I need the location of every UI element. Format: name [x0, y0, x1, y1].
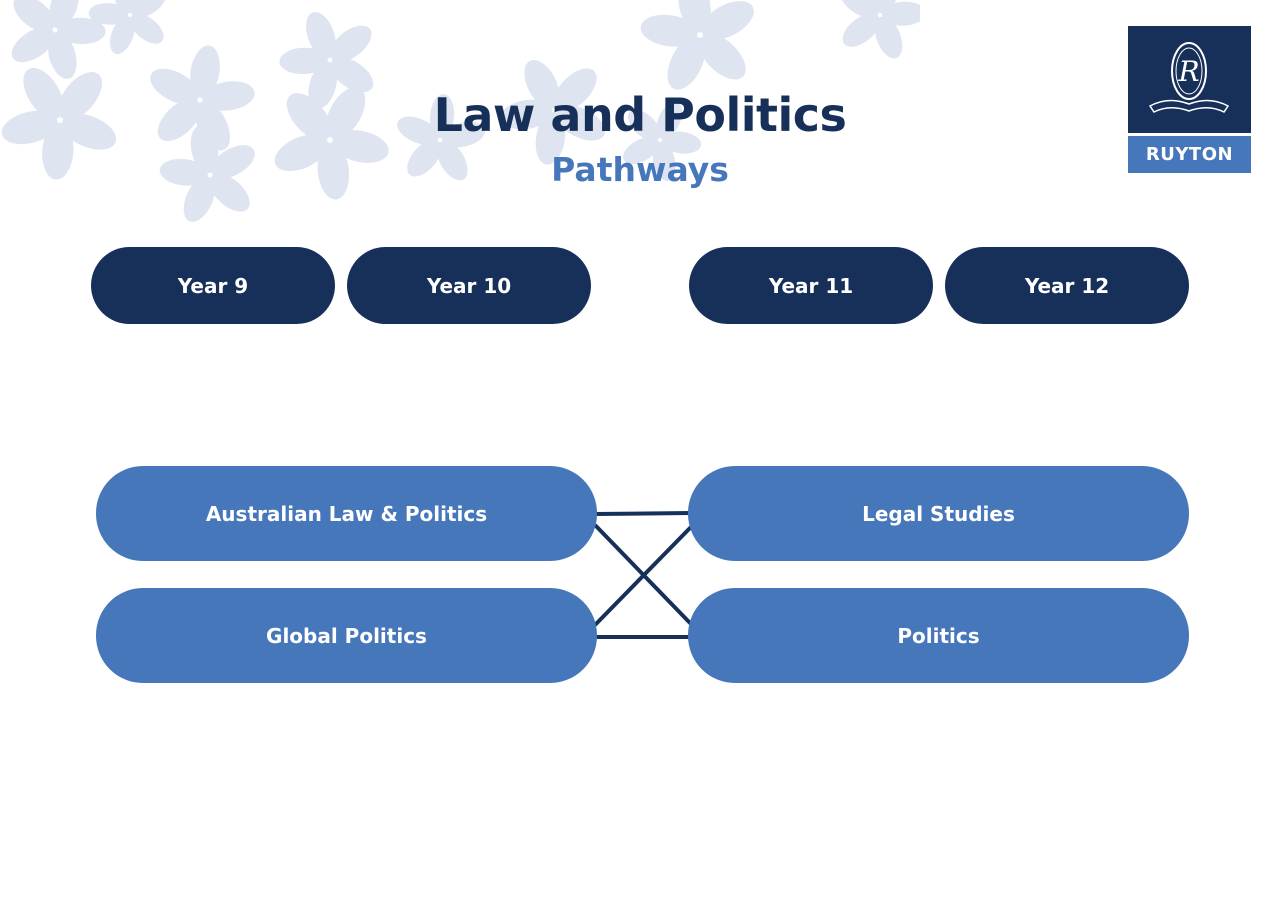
subject-global-politics: Global Politics — [96, 588, 597, 683]
page-subtitle: Pathways — [551, 150, 729, 189]
ruyton-logo: R RUYTON — [1128, 26, 1251, 173]
year-10-header: Year 10 — [347, 247, 591, 324]
connector-aus-law-to-legal-studies — [594, 511, 692, 516]
logo-monogram: R — [1177, 55, 1199, 88]
year-9-header: Year 9 — [91, 247, 335, 324]
connector-aus-law-to-politics — [593, 523, 693, 626]
subject-legal-studies: Legal Studies — [688, 466, 1189, 561]
page-title: Law and Politics — [433, 88, 847, 142]
year-12-header: Year 12 — [945, 247, 1189, 324]
logo-wordmark: RUYTON — [1128, 136, 1251, 173]
subject-australian-law-politics: Australian Law & Politics — [96, 466, 597, 561]
year-11-header: Year 11 — [689, 247, 933, 324]
subject-politics: Politics — [688, 588, 1189, 683]
connector-global-politics-to-legal-studies — [593, 525, 693, 627]
ruyton-crest-icon: R — [1128, 26, 1251, 133]
